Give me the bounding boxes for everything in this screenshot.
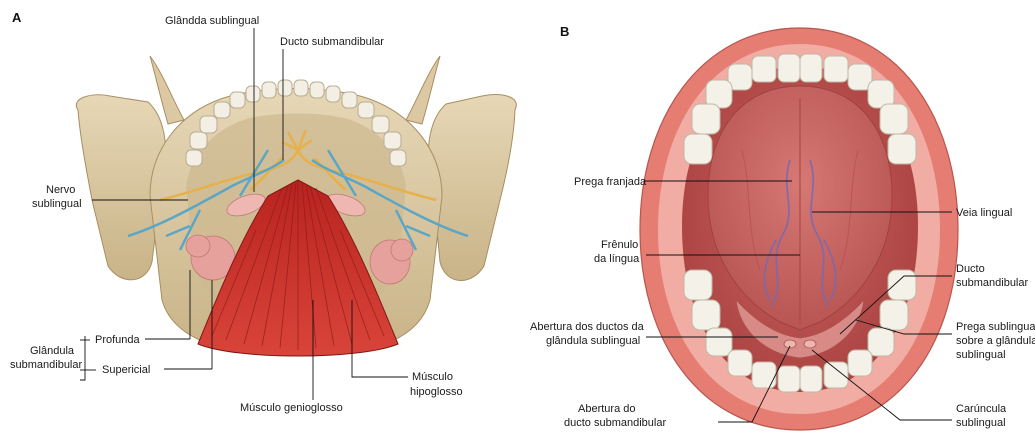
label-prega-sub-line1: Prega sublingual xyxy=(956,321,1035,333)
label-musculo-hipo-line2: hipoglosso xyxy=(410,386,463,398)
label-abertura-ducto-line1: Abertura do xyxy=(578,403,635,415)
label-profunda: Profunda xyxy=(95,334,141,346)
label-musculo-genioglosso: Músculo genioglosso xyxy=(240,402,343,414)
label-abertura-ductos-line1: Abertura dos ductos da xyxy=(530,321,645,333)
label-musculo-hipo-line1: Músculo xyxy=(412,371,453,383)
panel-a: A xyxy=(10,10,516,414)
label-frenulo-line1: Frênulo xyxy=(601,239,638,251)
open-mouth-illustration xyxy=(640,28,958,430)
label-caruncula-line2: sublingual xyxy=(956,417,1006,429)
label-glandula-sublingual: Glândda sublingual xyxy=(165,15,259,27)
label-ducto-line1: Ducto xyxy=(956,263,985,275)
panel-b: B xyxy=(530,24,1035,430)
label-veia-lingual: Veia lingual xyxy=(956,207,1012,219)
label-nervo-line2: sublingual xyxy=(32,198,82,210)
label-abertura-ducto-line2: ducto submandibular xyxy=(564,417,666,429)
label-ducto-line2: submandibular xyxy=(956,277,1028,289)
label-superficial: Supericial xyxy=(102,364,150,376)
label-prega-sub-line2: sobre a glândula xyxy=(956,335,1035,347)
panel-a-letter: A xyxy=(12,10,22,25)
mandible-illustration xyxy=(76,56,516,356)
label-caruncula-line1: Carúncula xyxy=(956,403,1007,415)
label-glandula-sub-line2: submandibular xyxy=(10,359,82,371)
label-abertura-ductos-line2: glândula sublingual xyxy=(546,335,640,347)
label-ducto-submandibular: Ducto submandibular xyxy=(280,36,384,48)
label-prega-sub-line3: sublingual xyxy=(956,349,1006,361)
panel-b-letter: B xyxy=(560,24,569,39)
label-prega-franjada: Prega franjada xyxy=(574,176,647,188)
label-glandula-sub-line1: Glândula xyxy=(30,345,75,357)
label-nervo-line1: Nervo xyxy=(46,184,75,196)
label-frenulo-line2: da língua xyxy=(594,253,640,265)
